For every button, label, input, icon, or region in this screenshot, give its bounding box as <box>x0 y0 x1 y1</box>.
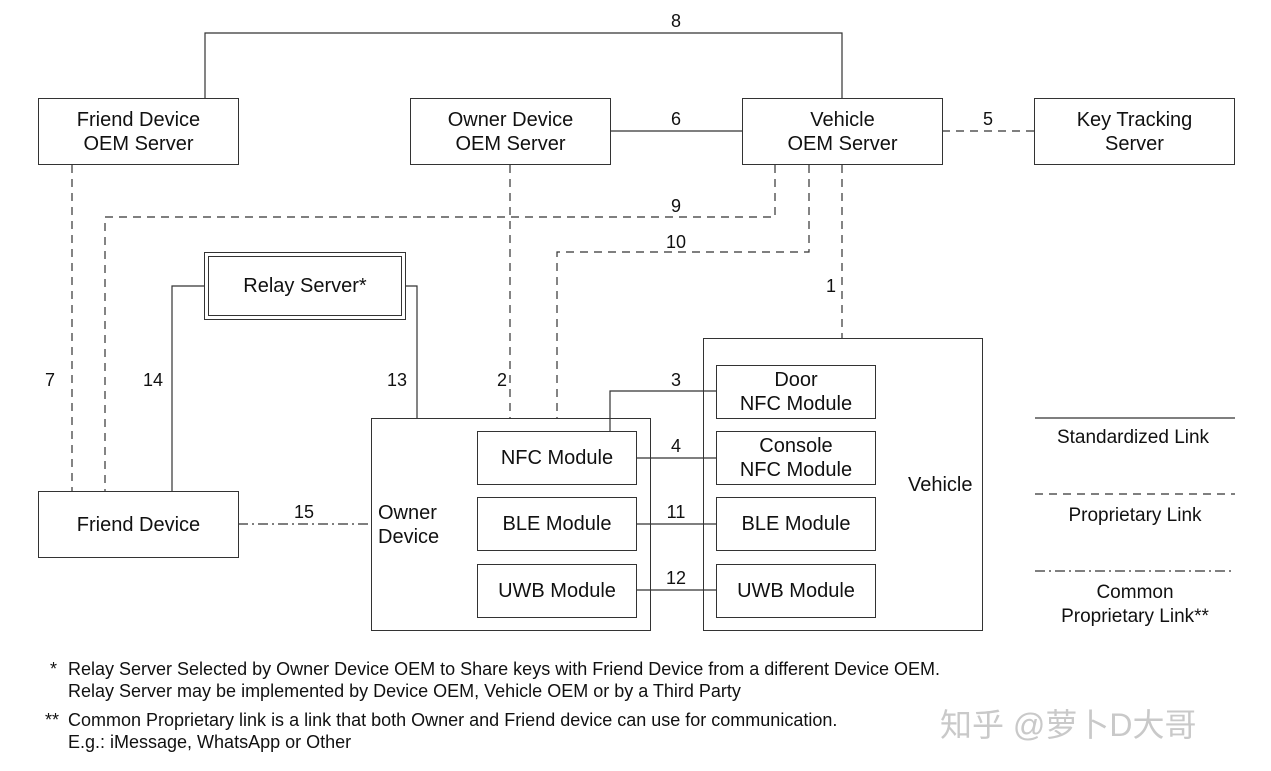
link-8 <box>204 32 843 98</box>
legend-standardized-label: Standardized Link <box>1056 427 1210 448</box>
link-label-6: 6 <box>670 109 682 129</box>
footnote-1-mark: * <box>50 659 58 679</box>
link-label-5: 5 <box>982 109 994 129</box>
link-label-15: 15 <box>293 502 315 522</box>
footnote-2-line-2: E.g.: iMessage, WhatsApp or Other <box>68 732 352 752</box>
footnote-1-line-1: Relay Server Selected by Owner Device OE… <box>68 659 940 679</box>
relay-server-label: Relay Server* <box>208 256 402 316</box>
vehicle-frame <box>703 338 983 631</box>
link-label-13: 13 <box>386 370 408 390</box>
owner-device-label: Owner Device <box>378 502 440 548</box>
link-13 <box>406 285 418 418</box>
link-label-1: 1 <box>825 276 837 296</box>
link-label-7: 7 <box>44 370 56 390</box>
legend-proprietary-label: Proprietary Link <box>1068 505 1202 526</box>
link-label-3: 3 <box>670 370 682 390</box>
footnote-2-line-1: Common Proprietary link is a link that b… <box>68 710 838 730</box>
vehicle-label: Vehicle <box>908 474 973 496</box>
link-label-9: 9 <box>670 196 682 216</box>
owner-uwb-module: UWB Module <box>477 564 637 618</box>
watermark: 知乎 @萝卜D大哥 <box>940 707 1197 743</box>
owner-device-frame <box>371 418 651 631</box>
link-14 <box>171 285 204 491</box>
link-label-14: 14 <box>142 370 164 390</box>
link-label-10: 10 <box>665 232 687 252</box>
link-label-11: 11 <box>666 502 686 522</box>
relay-server: Relay Server* <box>204 252 406 320</box>
link-label-4: 4 <box>670 436 682 456</box>
link-label-2: 2 <box>496 370 508 390</box>
link-9 <box>104 165 776 491</box>
owner-ble-module: BLE Module <box>477 497 637 551</box>
link-10 <box>556 165 810 418</box>
vehicle-ble-module: BLE Module <box>716 497 876 551</box>
link-3 <box>609 390 716 431</box>
legend-common-label: Common Proprietary Link** <box>1061 582 1209 627</box>
footnote-2-mark: ** <box>45 710 60 730</box>
footnote-1-line-2: Relay Server may be implemented by Devic… <box>68 681 741 701</box>
friend-device: Friend Device <box>38 491 239 558</box>
owner-nfc-module: NFC Module <box>477 431 637 485</box>
link-label-8: 8 <box>670 11 682 31</box>
link-label-12: 12 <box>665 568 687 588</box>
vehicle-uwb-module: UWB Module <box>716 564 876 618</box>
